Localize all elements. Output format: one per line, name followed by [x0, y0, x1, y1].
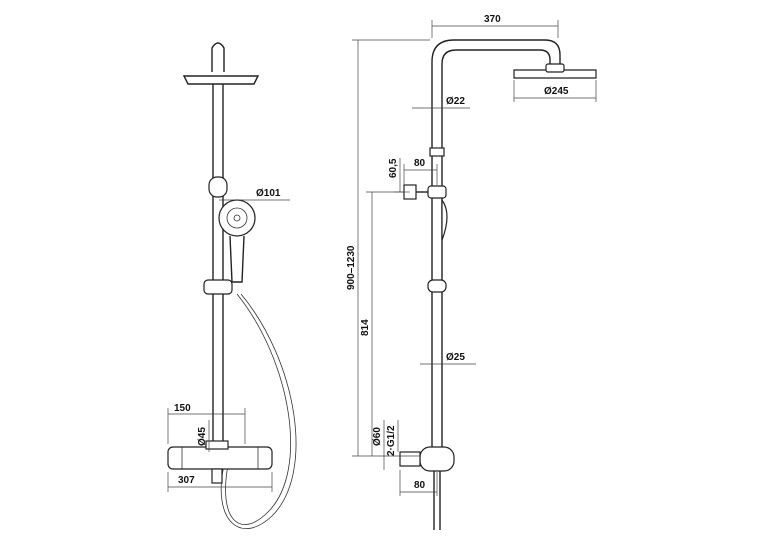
slider	[203, 279, 233, 295]
dim-handshower: Ø101	[256, 188, 281, 199]
hose	[225, 293, 292, 525]
dim-top-width: 370	[484, 14, 501, 25]
head-side	[513, 69, 597, 79]
upper-pipe-inner	[441, 49, 551, 150]
rail-top-cap	[211, 42, 225, 72]
thermostat-mixer	[167, 446, 273, 470]
head-shower	[182, 75, 260, 85]
dim-inlet-diam: Ø60	[372, 427, 383, 446]
dim-width: 307	[178, 475, 195, 486]
dim-head: Ø245	[544, 86, 569, 97]
mixer-side	[419, 446, 455, 472]
dim-inlet-thread: 2·G1/2	[386, 425, 397, 456]
front-view: Ø101 150 Ø45 307	[167, 42, 297, 529]
dim-pipe-lower: Ø25	[446, 352, 465, 363]
side-knob	[427, 279, 447, 293]
dim-bracket-w: 80	[414, 158, 426, 169]
dim-thermo: Ø45	[197, 427, 208, 446]
dim-bracket-h: 60,5	[388, 158, 399, 178]
upper-pipe-outer	[431, 39, 561, 150]
mixer-connector	[205, 440, 229, 450]
dim-offset: 150	[174, 403, 191, 414]
dim-inlet-w: 80	[414, 480, 426, 491]
handshower-side	[441, 198, 448, 241]
hand-shower-face	[218, 199, 256, 237]
hand-shower-grip	[229, 235, 245, 283]
dim-height-range: 900–1230	[346, 245, 357, 290]
side-view: 370 Ø245 Ø22 80 60,5 900–1230 814 Ø25 Ø6…	[346, 14, 597, 530]
dim-pipe-upper: Ø22	[446, 96, 465, 107]
mixer-outlet	[211, 468, 223, 484]
inlet-fitting	[399, 451, 421, 467]
dim-814: 814	[360, 319, 371, 336]
rail-knob	[208, 176, 228, 198]
